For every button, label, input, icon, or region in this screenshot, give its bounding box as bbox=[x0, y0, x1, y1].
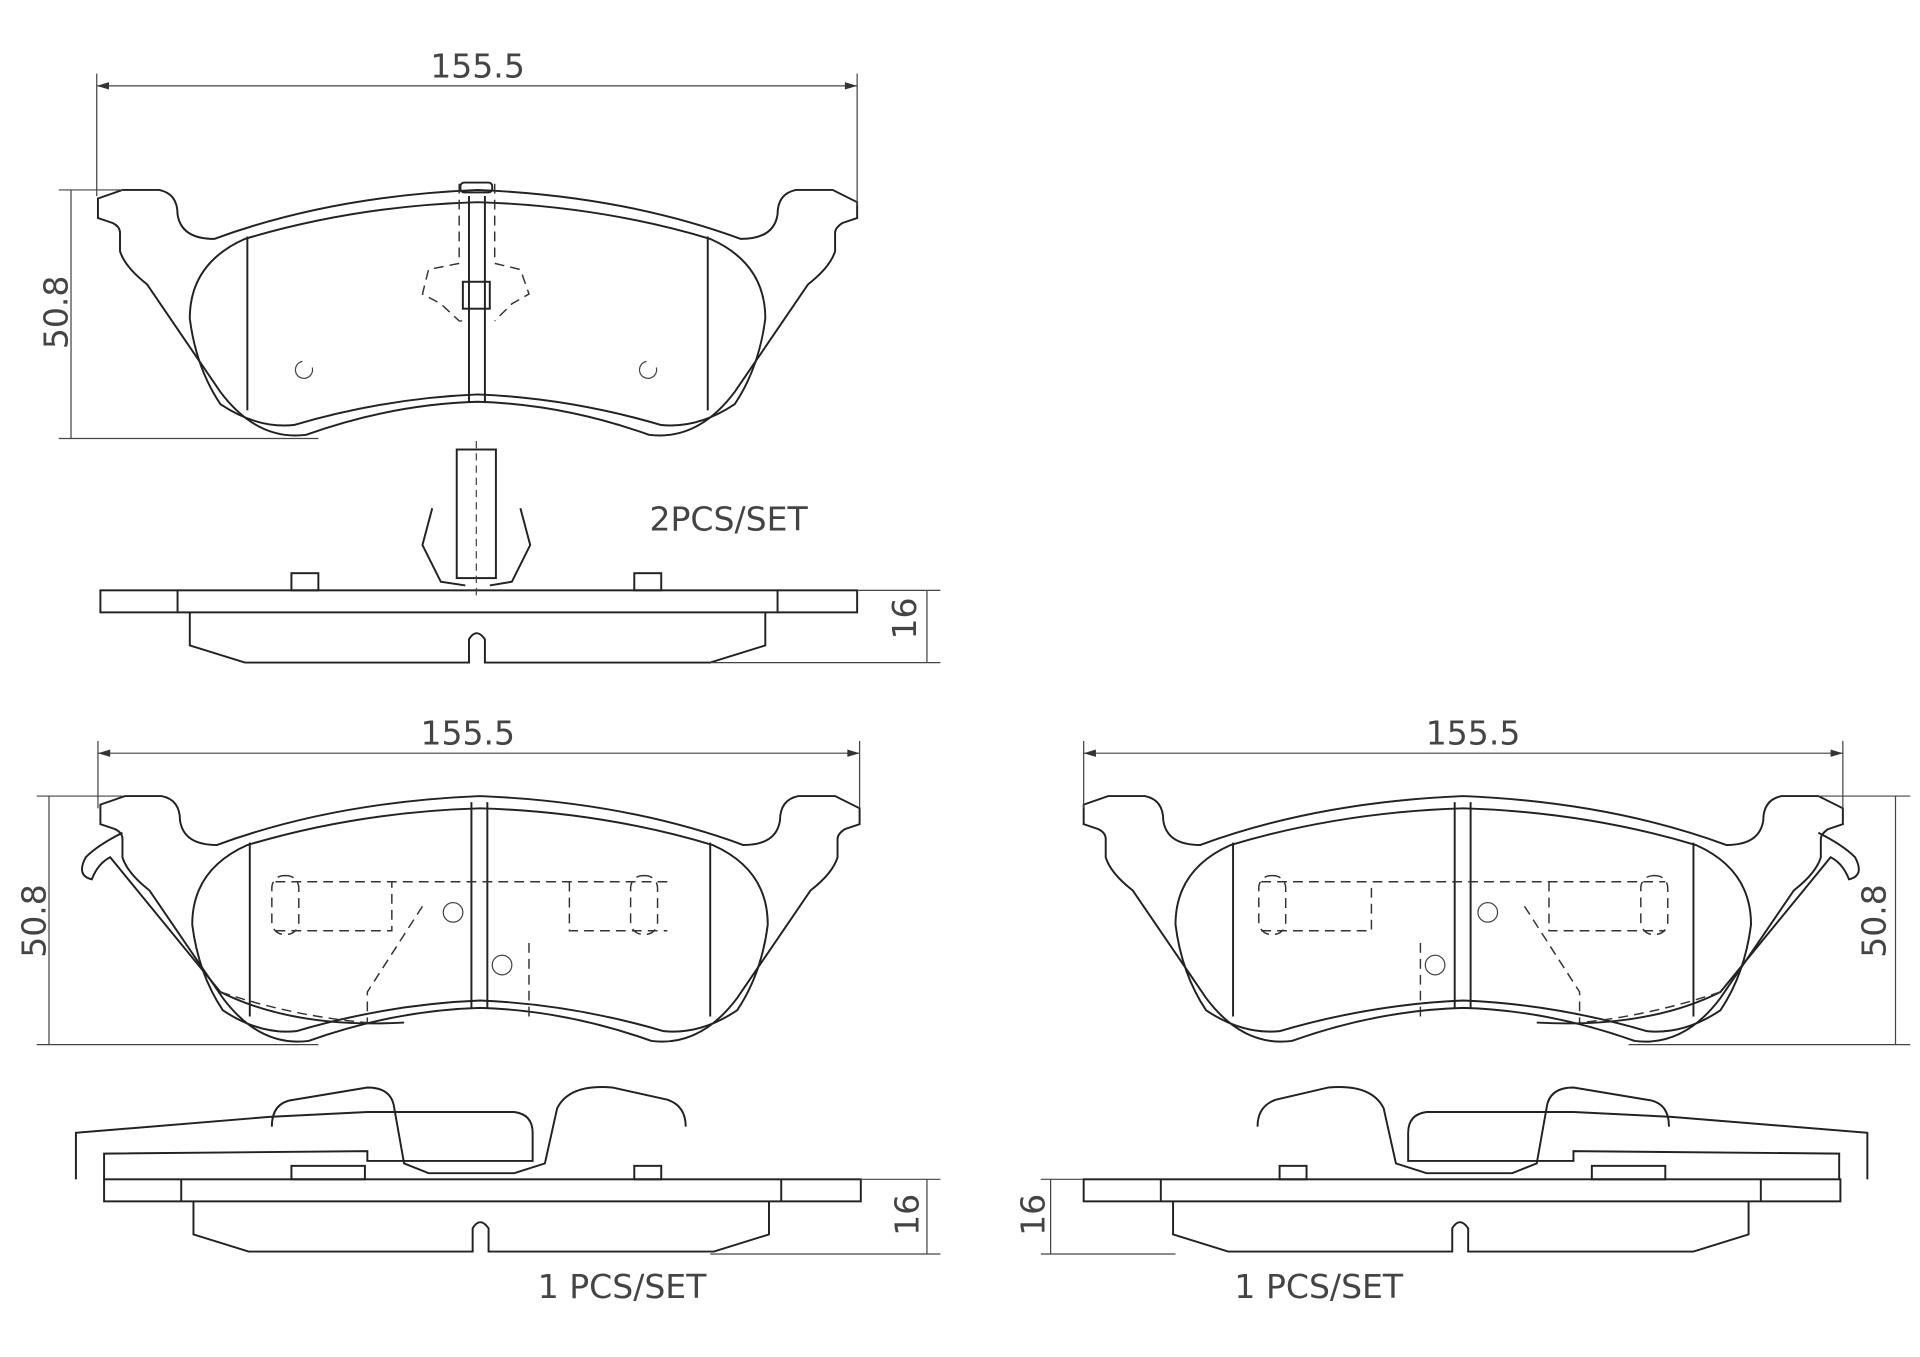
bottom-left-dimension-height: 50.8 bbox=[14, 795, 319, 1046]
bottom-right-pad-side-view: 16 1 PCS/SET bbox=[1013, 1086, 1869, 1306]
bottom-left-width-label: 155.5 bbox=[420, 714, 515, 753]
bottom-right-thickness-label: 16 bbox=[1013, 1194, 1052, 1236]
bottom-right-dimension-height: 50.8 bbox=[1628, 795, 1911, 1046]
top-width-label: 155.5 bbox=[430, 46, 525, 85]
bottom-right-width-label: 155.5 bbox=[1426, 714, 1521, 753]
top-quantity-label: 2PCS/SET bbox=[649, 499, 808, 538]
bottom-left-dimension-width: 155.5 bbox=[97, 714, 861, 809]
bottom-right-pad-front-view bbox=[1082, 795, 1860, 1043]
top-pad-front-view bbox=[96, 181, 859, 437]
bottom-right-height-label: 50.8 bbox=[1855, 884, 1894, 958]
bottom-right-dimension-width: 155.5 bbox=[1083, 714, 1844, 809]
top-pad-side-view: 16 2PCS/SET bbox=[99, 440, 941, 664]
bottom-left-pad-front-view bbox=[81, 795, 861, 1043]
top-dimension-width: 155.5 bbox=[96, 46, 858, 206]
bottom-left-thickness-label: 16 bbox=[887, 1194, 926, 1236]
bottom-right-quantity-label: 1 PCS/SET bbox=[1234, 1267, 1404, 1306]
bottom-left-height-label: 50.8 bbox=[14, 884, 53, 958]
bottom-left-quantity-label: 1 PCS/SET bbox=[538, 1267, 708, 1306]
top-height-label: 50.8 bbox=[36, 276, 75, 350]
bottom-left-pad-side-view: 16 1 PCS/SET bbox=[74, 1086, 941, 1306]
top-dimension-height: 50.8 bbox=[36, 189, 319, 440]
top-thickness-label: 16 bbox=[885, 597, 924, 639]
